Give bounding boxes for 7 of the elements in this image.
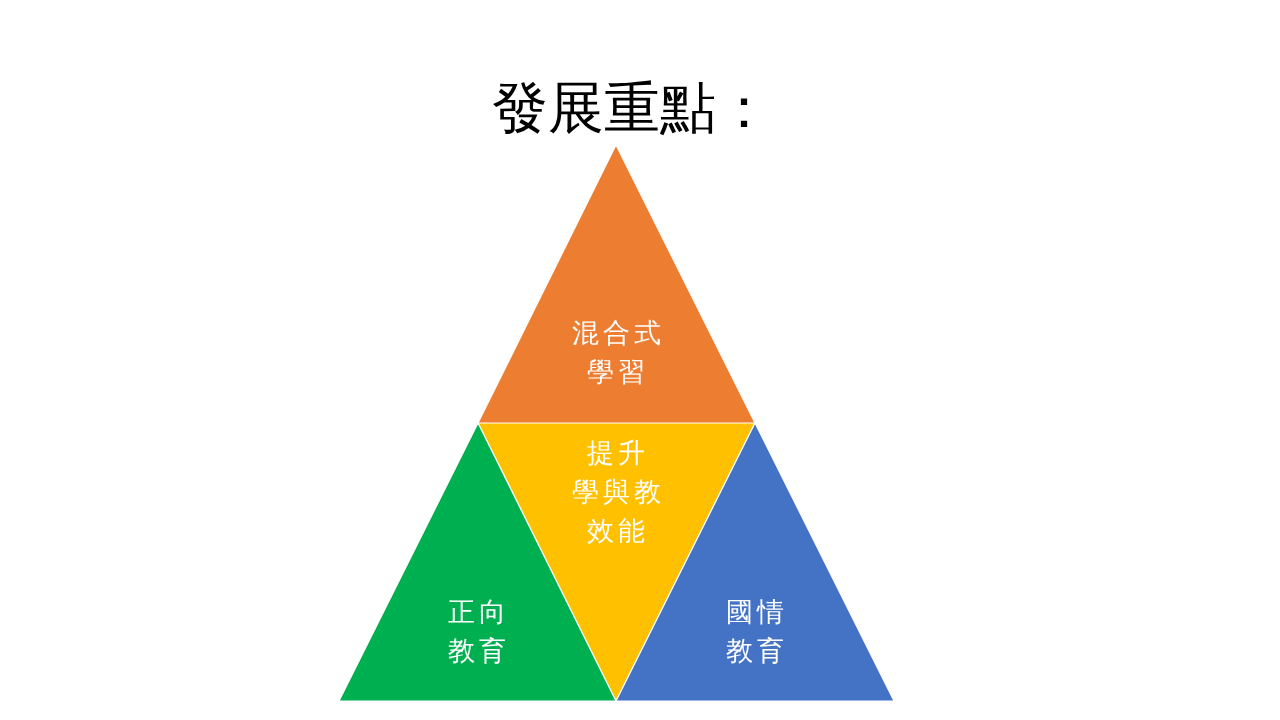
triangle-segment: [478, 145, 755, 423]
segment-label: 混合式學習: [570, 317, 665, 389]
title: 發展重點：: [492, 76, 772, 141]
triangle-segment: [478, 423, 755, 701]
segment-label: 正向教育: [447, 596, 510, 668]
segment-label: 提升學與教效能: [570, 437, 665, 548]
segment-label: 國情教育: [725, 596, 788, 668]
